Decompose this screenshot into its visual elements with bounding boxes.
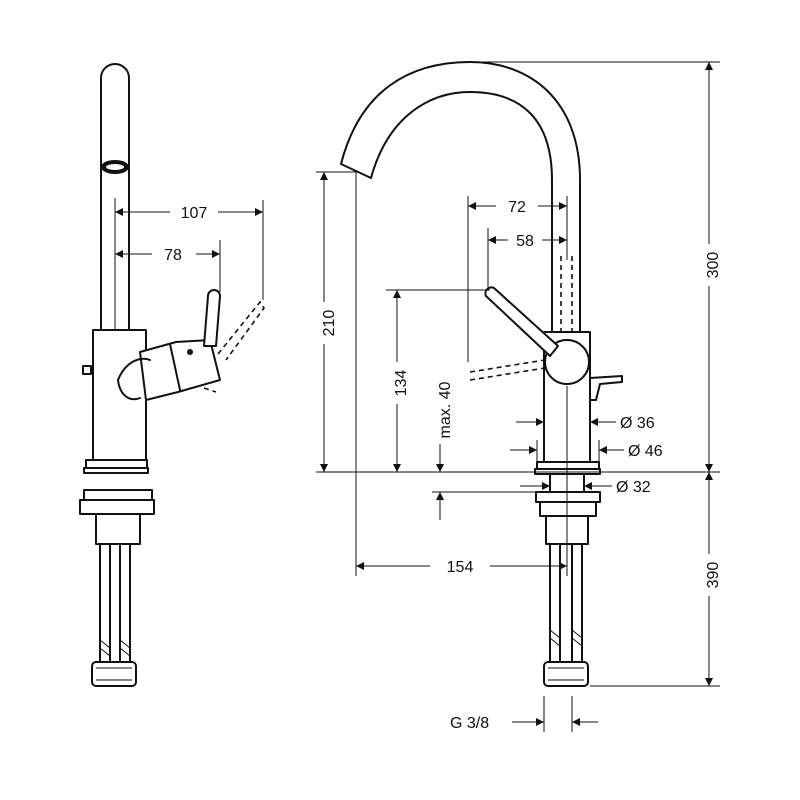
front-spout-hidden — [560, 256, 573, 332]
front-spout — [340, 61, 581, 333]
dim-label-max40: max. 40 — [437, 381, 454, 438]
front-hook — [589, 375, 623, 401]
dim-label-dia32: Ø 32 — [616, 479, 651, 496]
side-body — [92, 329, 147, 461]
dim-label-58: 58 — [516, 233, 534, 250]
dim-label-78: 78 — [164, 247, 182, 264]
dim-label-thread: G 3/8 — [450, 715, 489, 732]
side-lever-alt — [203, 300, 265, 393]
side-view: 107 78 — [79, 63, 265, 687]
side-lever — [203, 289, 221, 347]
dim-label-134: 134 — [393, 370, 410, 397]
front-lever — [484, 286, 559, 357]
dim-label-72: 72 — [508, 199, 526, 216]
front-cartridge — [544, 339, 590, 385]
dim-label-dia46: Ø 46 — [628, 443, 663, 460]
side-lever-housing — [139, 339, 221, 401]
front-view: 210 134 max. 40 300 390 154 72 58 Ø 36 — [314, 61, 722, 732]
dim-label-300: 300 — [705, 252, 722, 279]
dim-label-390: 390 — [705, 562, 722, 589]
dim-label-210: 210 — [321, 310, 338, 337]
side-spout-tube — [100, 63, 130, 331]
front-lever-alt — [469, 359, 546, 381]
dim-label-154: 154 — [447, 559, 474, 576]
dim-label-107: 107 — [181, 205, 208, 222]
dim-label-dia36: Ø 36 — [620, 415, 655, 432]
